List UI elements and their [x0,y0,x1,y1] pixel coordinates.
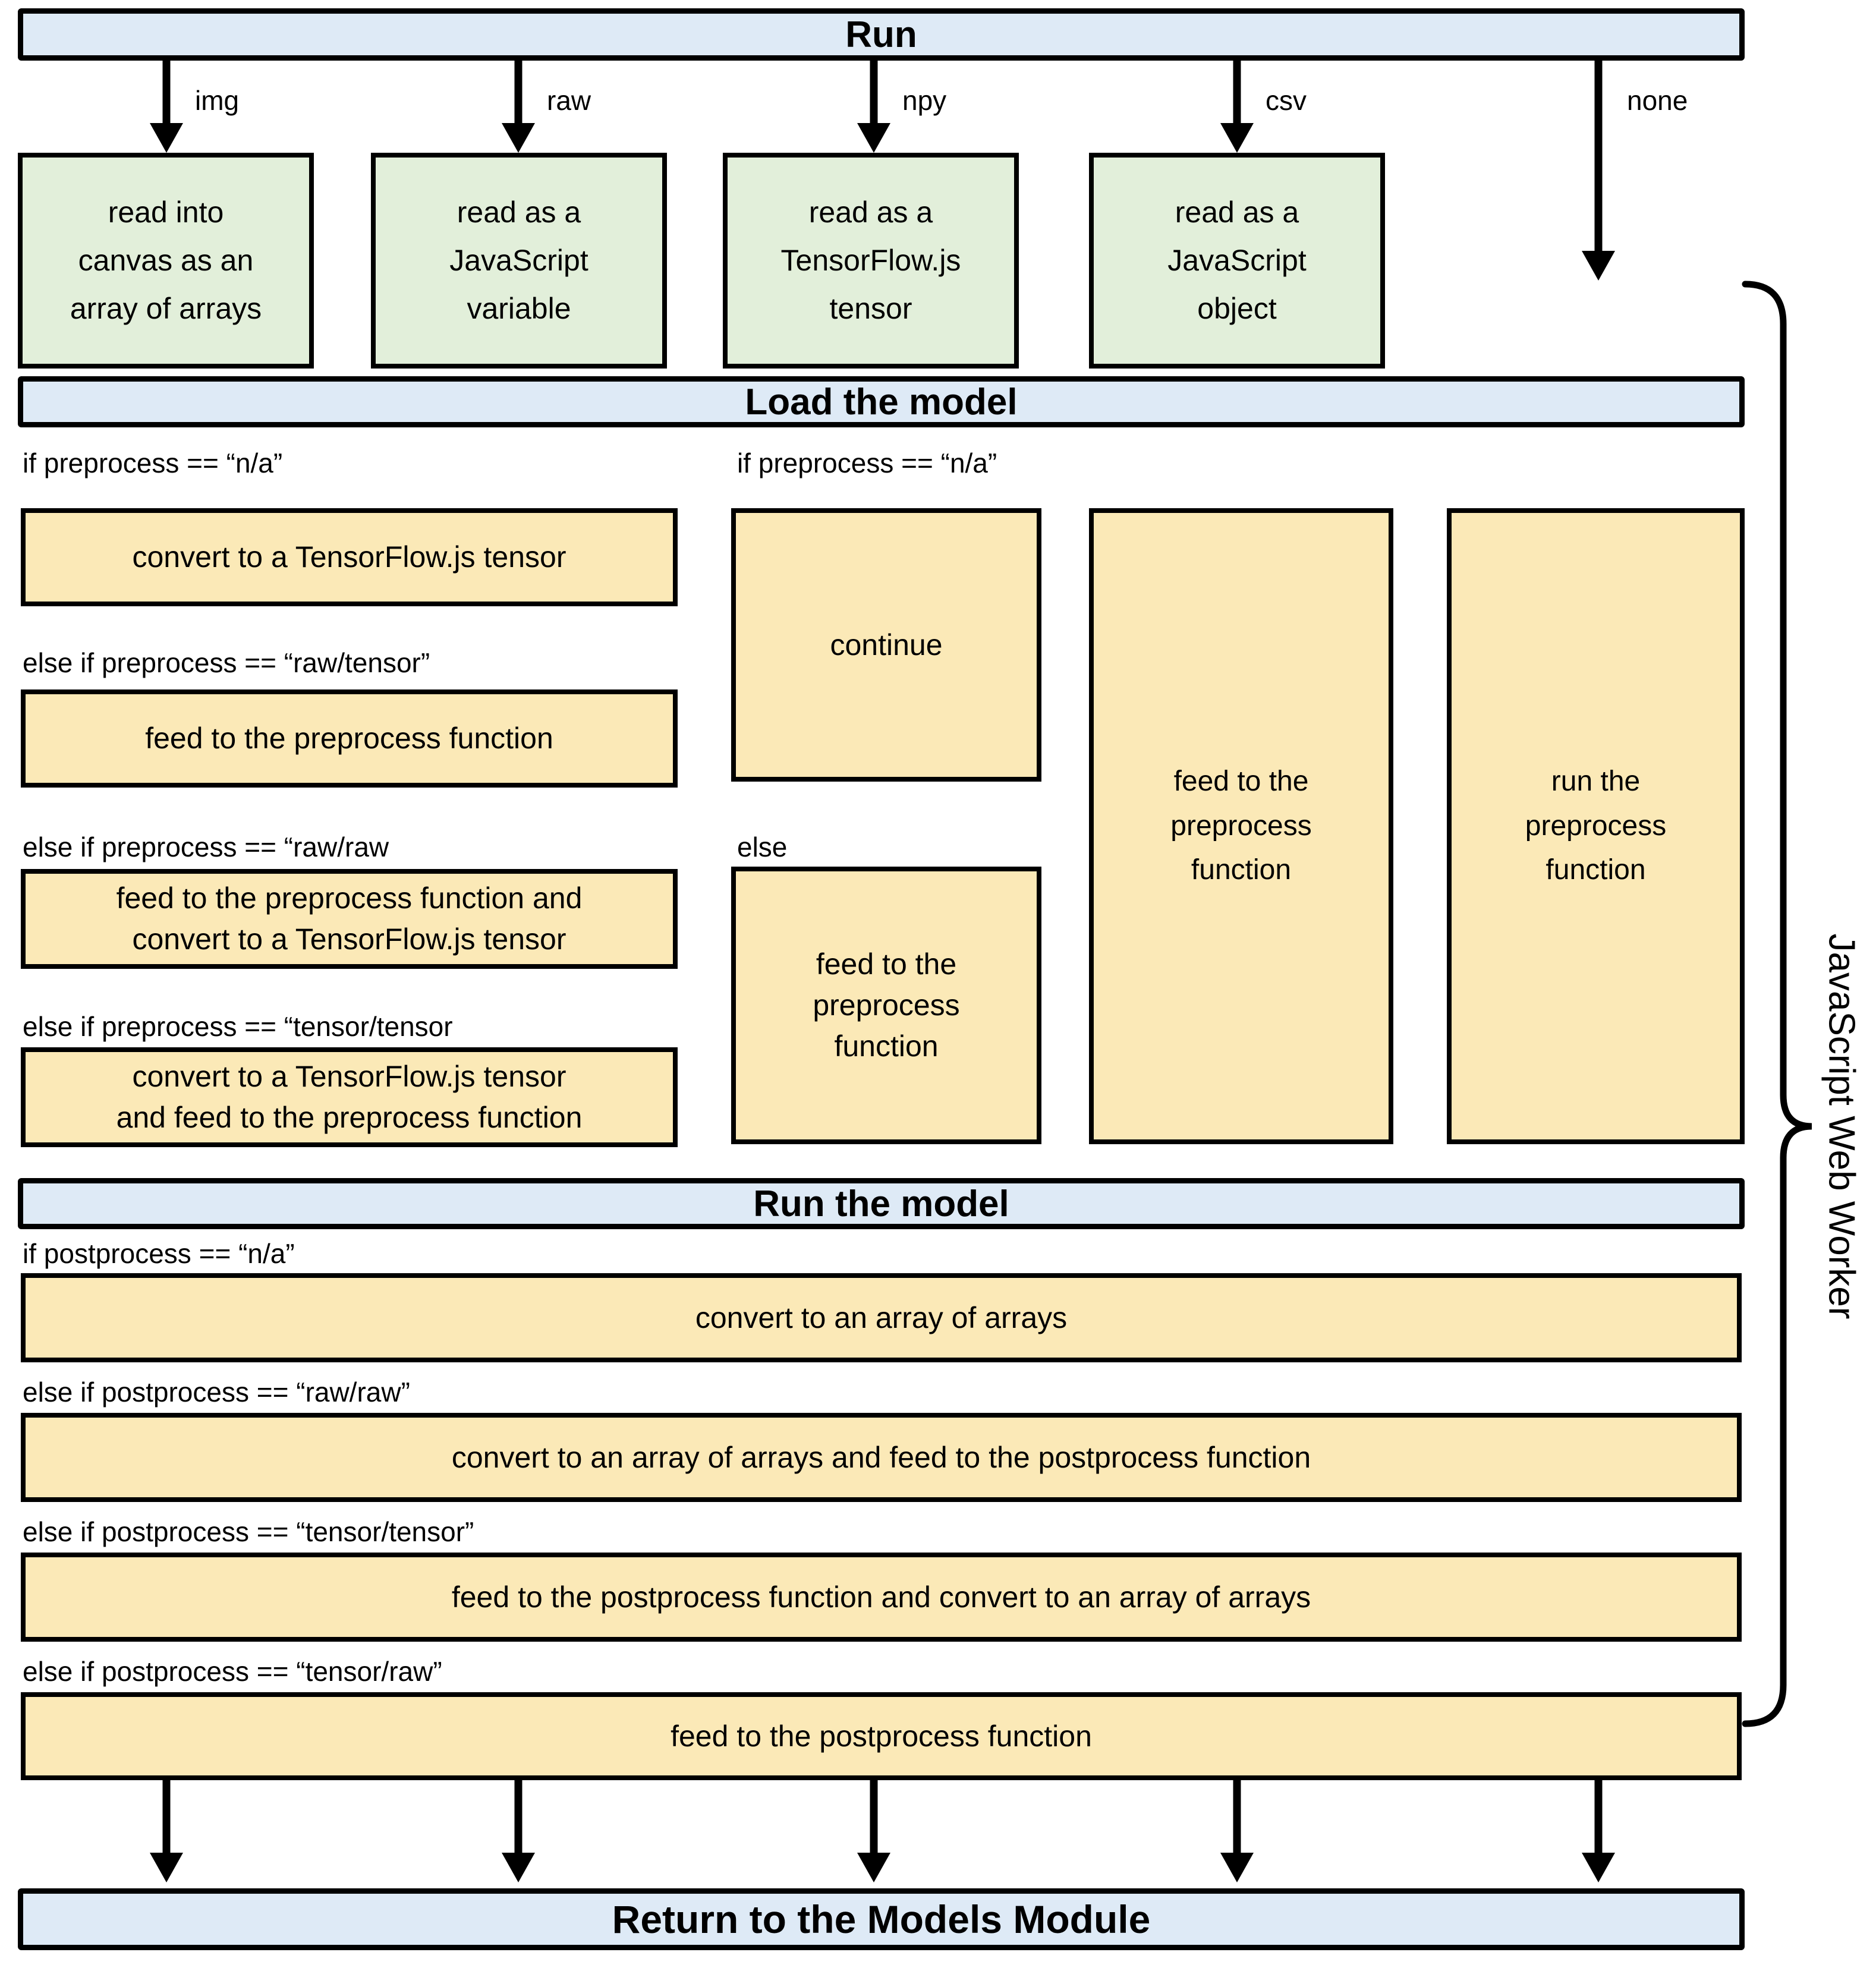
preprocess-cond-4-label: else if preprocess == “tensor/tensor [23,1011,453,1042]
preprocess-none-box: run the preprocess function [1447,508,1745,1144]
arrow-label-raw: raw [547,85,591,116]
return-header-bar: Return to the Models Module [18,1888,1745,1950]
return-header-label: Return to the Models Module [612,1897,1151,1941]
arrow-none-head [1582,251,1615,281]
return-arrow-4-stem [1233,1780,1241,1855]
return-arrow-1 [150,1780,183,1882]
run-header-label: Run [845,14,917,55]
preprocess-npy-if-label: if preprocess == “n/a” [737,448,997,478]
preprocess-cond-1-box: convert to a TensorFlow.js tensor [21,508,678,606]
return-arrow-2-stem [514,1780,522,1855]
postprocess-cond-4-label: else if postprocess == “tensor/raw” [23,1656,442,1687]
preprocess-cond-2-label: else if preprocess == “raw/tensor” [23,647,430,678]
preprocess-cond-1-label: if preprocess == “n/a” [23,448,283,478]
arrow-csv-stem [1233,59,1241,125]
arrow-raw-head [502,123,535,153]
preprocess-cond-4-box: convert to a TensorFlow.js tensor and fe… [21,1047,678,1147]
arrow-label-none: none [1627,85,1688,116]
return-arrow-2-head [502,1853,535,1882]
return-arrow-4 [1220,1780,1254,1882]
arrow-img-stem [162,59,171,125]
preprocess-cond-3-label: else if preprocess == “raw/raw [23,832,389,862]
preprocess-npy-continue-box: continue [731,508,1041,782]
arrow-npy-head [857,123,890,153]
return-arrow-4-head [1220,1853,1254,1882]
postprocess-cond-1-box: convert to an array of arrays [21,1273,1742,1362]
arrow-img-head [150,123,183,153]
load-model-header-label: Load the model [745,381,1018,423]
read-box-npy: read as a TensorFlow.js tensor [723,153,1019,369]
arrow-npy-stem [870,59,878,125]
preprocess-cond-3-box: feed to the preprocess function and conv… [21,869,678,969]
arrow-label-img: img [195,85,240,116]
worker-label: JavaScript Web Worker [1821,933,1862,1320]
arrow-none [1582,59,1615,281]
run-model-header-bar: Run the model [18,1178,1745,1229]
read-box-img: read into canvas as an array of arrays [18,153,314,369]
arrow-label-npy: npy [902,85,947,116]
preprocess-npy-else-label: else [737,832,788,862]
arrow-label-csv: csv [1266,85,1307,116]
arrow-npy [857,59,890,153]
postprocess-cond-2-label: else if postprocess == “raw/raw” [23,1377,410,1407]
postprocess-cond-3-label: else if postprocess == “tensor/tensor” [23,1516,474,1547]
preprocess-csv-box: feed to the preprocess function [1089,508,1393,1144]
return-arrow-5-head [1582,1853,1615,1882]
arrow-raw [502,59,535,153]
run-model-header-label: Run the model [753,1183,1009,1224]
read-box-csv: read as a JavaScript object [1089,153,1385,369]
arrow-csv [1220,59,1254,153]
return-arrow-3-head [857,1853,890,1882]
postprocess-cond-4-box: feed to the postprocess function [21,1692,1742,1780]
postprocess-cond-1-label: if postprocess == “n/a” [23,1238,295,1269]
return-arrow-5 [1582,1780,1615,1882]
load-model-header-bar: Load the model [18,376,1745,427]
preprocess-npy-else-box: feed to the preprocess function [731,867,1041,1144]
return-arrow-1-stem [162,1780,171,1855]
return-arrow-5-stem [1594,1780,1603,1855]
return-arrow-3 [857,1780,890,1882]
run-header-bar: Run [18,8,1745,61]
read-box-raw: read as a JavaScript variable [371,153,667,369]
postprocess-cond-3-box: feed to the postprocess function and con… [21,1553,1742,1642]
return-arrow-1-head [150,1853,183,1882]
arrow-csv-head [1220,123,1254,153]
return-arrow-3-stem [870,1780,878,1855]
return-arrow-2 [502,1780,535,1882]
arrow-img [150,59,183,153]
arrow-raw-stem [514,59,522,125]
postprocess-cond-2-box: convert to an array of arrays and feed t… [21,1413,1742,1502]
preprocess-cond-2-box: feed to the preprocess function [21,689,678,788]
arrow-none-stem [1594,59,1603,253]
